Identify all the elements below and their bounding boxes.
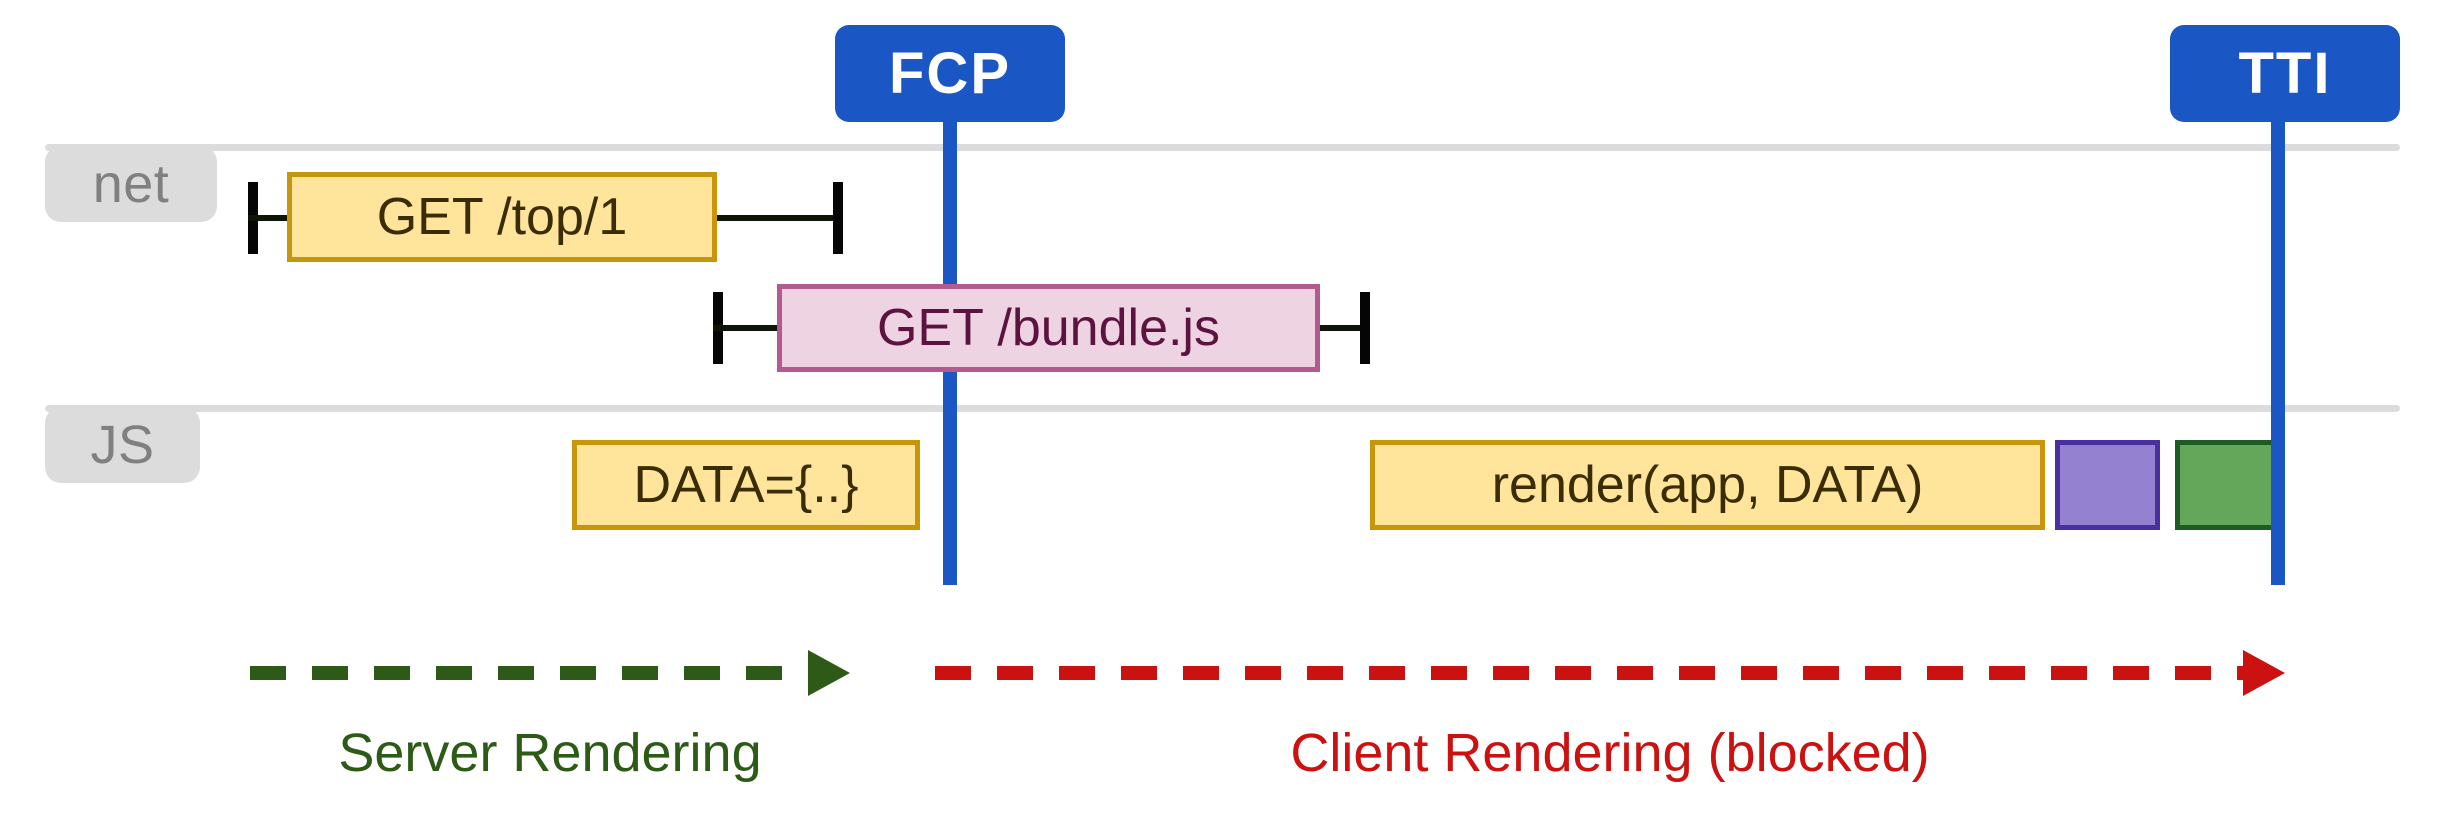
lane-label-net-text: net [92,154,170,214]
tti-marker-line-front [2271,372,2285,585]
get-bundle-js-whisker-right-cap [1360,292,1370,364]
lane-rail-net [45,144,2400,151]
span-hydrate-block-green[interactable] [2175,440,2280,530]
span-data-assign-label: DATA={..} [633,456,859,514]
server-rendering-arrow-head [808,650,850,696]
lane-label-js-text: JS [90,415,155,475]
get-top-1-whisker-right-stem [712,215,840,221]
tti-badge-label: TTI [2238,41,2332,106]
lane-label-js: JS [45,407,200,483]
span-get-bundle-js[interactable]: GET /bundle.js [777,284,1320,372]
fcp-badge-label: FCP [889,41,1011,106]
fcp-marker-line-front [943,372,957,585]
span-render-app[interactable]: render(app, DATA) [1370,440,2045,530]
client-rendering-label: Client Rendering (blocked) [1010,722,2210,784]
server-rendering-label-text: Server Rendering [338,723,762,783]
tti-badge[interactable]: TTI [2170,25,2400,122]
client-rendering-label-text: Client Rendering (blocked) [1290,723,1930,783]
get-top-1-whisker-left-stem [248,215,293,221]
span-render-app-label: render(app, DATA) [1491,456,1924,514]
span-get-bundle-js-label: GET /bundle.js [876,299,1220,357]
span-get-top-1[interactable]: GET /top/1 [287,172,717,262]
get-bundle-js-whisker-left-stem [713,325,783,331]
server-rendering-arrow-line [250,666,816,680]
client-rendering-arrow [935,650,2285,696]
server-rendering-label: Server Rendering [150,722,950,784]
span-data-assign[interactable]: DATA={..} [572,440,920,530]
fcp-badge[interactable]: FCP [835,25,1065,122]
client-rendering-arrow-line [935,666,2251,680]
client-rendering-arrow-head [2243,650,2285,696]
lane-rail-js [45,405,2400,412]
server-rendering-arrow [250,650,850,696]
lane-label-net: net [45,146,217,222]
get-top-1-whisker-right-cap [833,182,843,254]
span-hydrate-block-purple[interactable] [2055,440,2160,530]
span-get-top-1-label: GET /top/1 [376,188,628,246]
get-bundle-js-whisker-right-stem [1314,325,1368,331]
